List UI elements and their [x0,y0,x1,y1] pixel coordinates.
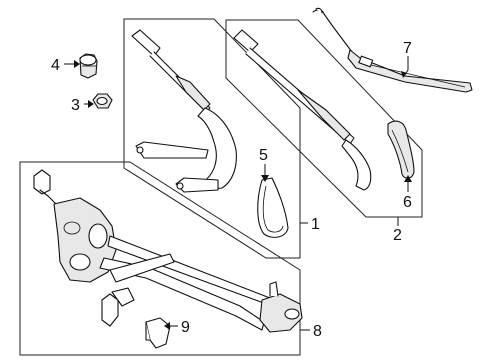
callout-6: 6 [403,194,412,211]
callout-5: 5 [259,147,268,164]
callout-1: 1 [311,216,320,233]
part-clip [257,177,289,238]
arrowhead-6 [404,175,412,182]
callout-9: 9 [181,319,190,336]
part-nut [79,53,98,79]
part-wiper-linkage [33,169,303,333]
callout-3: 3 [71,97,80,114]
part-wiper-blade [312,7,473,93]
part-wiper-arm-right [233,29,372,191]
part-arm-cover [387,120,415,179]
frame-group-1 [123,18,301,259]
callout-4: 4 [51,57,60,74]
callout-7: 7 [403,40,412,57]
arrowhead-5 [261,175,269,182]
part-flange-nut [92,93,113,109]
arrowhead-4 [74,60,80,68]
arrowhead-7 [401,71,407,78]
part-bracket [145,317,171,349]
arrowhead-3 [88,100,94,108]
callout-8: 8 [313,323,322,340]
callout-2: 2 [393,227,402,244]
arrowhead-9 [164,322,170,330]
part-wiper-arm-left [131,29,237,193]
frame-group-2 [225,19,423,218]
